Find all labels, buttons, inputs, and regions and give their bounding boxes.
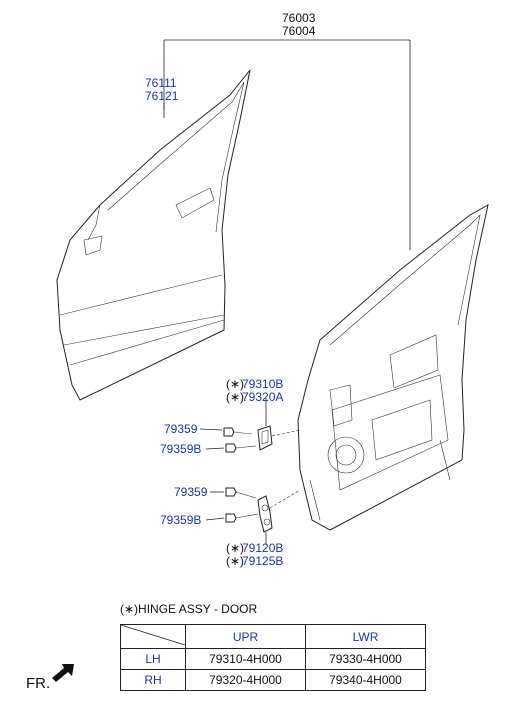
bolt-upr-b-leader bbox=[205, 447, 225, 450]
callout-79120B[interactable]: 79120B bbox=[242, 541, 283, 555]
callout-79359B-lwr[interactable]: 79359B bbox=[160, 513, 201, 527]
asterisk-mark-4: (∗) bbox=[226, 554, 244, 568]
row-header-rh: RH bbox=[120, 669, 186, 691]
column-header-upr: UPR bbox=[185, 624, 306, 649]
part-number-cell[interactable]: 79340-4H000 bbox=[305, 669, 426, 691]
table-header-row: UPR LWR bbox=[120, 624, 426, 649]
callout-76003[interactable]: 76003 bbox=[282, 11, 316, 25]
lower-bolt-b bbox=[225, 513, 259, 523]
diagonal-divider bbox=[120, 624, 186, 646]
lower-bolt-a bbox=[225, 487, 257, 499]
callout-76111[interactable]: 76111 bbox=[145, 76, 177, 90]
asterisk-mark-3: (∗) bbox=[226, 541, 244, 555]
part-number-cell[interactable]: 79330-4H000 bbox=[305, 648, 426, 670]
door-outer-panel bbox=[56, 69, 251, 401]
bolt-lwr-b-leader bbox=[205, 517, 225, 521]
front-direction-label: FR. bbox=[26, 675, 51, 692]
callout-79125B[interactable]: 79125B bbox=[242, 554, 283, 568]
callout-76121[interactable]: 76121 bbox=[145, 89, 179, 103]
upper-hinge-dash bbox=[271, 429, 301, 437]
lower-hinge bbox=[257, 495, 273, 533]
callout-79359B-upr[interactable]: 79359B bbox=[160, 442, 201, 456]
part-number-cell[interactable]: 79310-4H000 bbox=[185, 648, 306, 670]
hinge-table-caption: (∗)HINGE ASSY - DOOR bbox=[120, 602, 258, 616]
callout-79320A[interactable]: 79320A bbox=[242, 390, 283, 404]
upper-bolt-a bbox=[223, 427, 253, 437]
callout-79359-lwr[interactable]: 79359 bbox=[174, 485, 208, 499]
door-assy-leader bbox=[163, 39, 411, 250]
hinge-assy-table: UPR LWR LH 79310-4H000 79330-4H000 RH 79… bbox=[120, 624, 426, 691]
lower-hinge-dash bbox=[269, 489, 301, 509]
table-row: RH 79320-4H000 79340-4H000 bbox=[120, 669, 426, 691]
part-number-cell[interactable]: 79320-4H000 bbox=[185, 669, 306, 691]
upper-bolt-b bbox=[225, 443, 257, 453]
callout-79359-upr[interactable]: 79359 bbox=[164, 422, 198, 436]
callout-79310B[interactable]: 79310B bbox=[242, 377, 283, 391]
column-header-lwr: LWR bbox=[305, 624, 426, 649]
upper-hinge bbox=[257, 425, 273, 451]
callout-76004[interactable]: 76004 bbox=[282, 24, 316, 38]
front-arrow-icon bbox=[52, 664, 74, 682]
door-inner-frame bbox=[297, 204, 489, 531]
row-header-lh: LH bbox=[120, 648, 186, 670]
asterisk-mark-1: (∗) bbox=[226, 377, 244, 391]
table-row: LH 79310-4H000 79330-4H000 bbox=[120, 648, 426, 670]
table-corner-cell bbox=[120, 624, 186, 649]
asterisk-mark-2: (∗) bbox=[226, 390, 244, 404]
bolt-upr-a-leader bbox=[199, 428, 223, 431]
